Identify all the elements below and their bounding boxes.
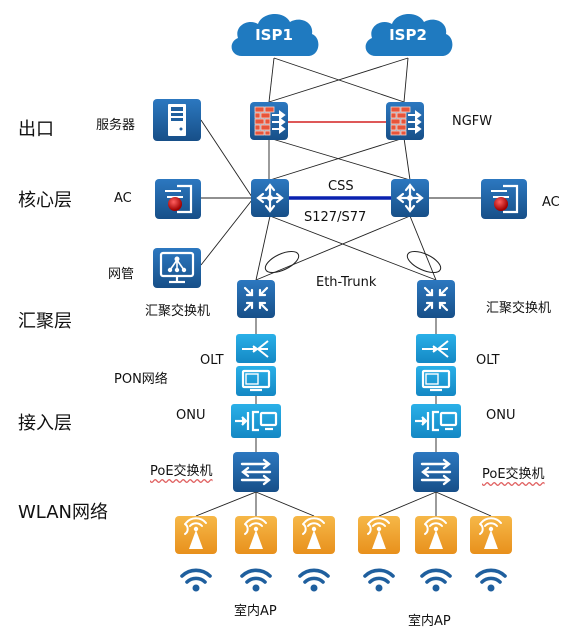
link-core-right-agg-right	[409, 215, 437, 281]
ac-right-label: AC	[542, 195, 560, 210]
firewall-icon	[250, 102, 288, 140]
wifi-signal-icon	[240, 568, 272, 593]
core-switch-icon	[391, 179, 429, 217]
onu-icon	[411, 404, 461, 438]
ngfw-label: NGFW	[452, 114, 493, 129]
layer-label-aggregation: 汇聚层	[18, 311, 72, 332]
ap-left-label: 室内AP	[234, 604, 277, 619]
link-fw-left-core-right	[268, 137, 411, 181]
onu-right-label: ONU	[486, 408, 516, 423]
server-icon	[153, 99, 201, 141]
eth-trunk-ellipse-left	[264, 250, 300, 274]
link-isp1-fw-left	[268, 57, 275, 103]
link-core-right-agg-left	[255, 215, 411, 281]
firewall-icon	[386, 102, 424, 140]
agg-right-label: 汇聚交换机	[486, 301, 552, 316]
onu-icon	[231, 404, 281, 438]
access-point-icon	[235, 516, 277, 554]
wifi-signal-icon	[475, 568, 507, 593]
access-point-icon	[175, 516, 217, 554]
olt-icon	[236, 334, 276, 396]
poe-switch-icon	[233, 452, 279, 492]
link-poe-ap-r1	[378, 491, 437, 517]
aggregation-switch-icon	[417, 280, 455, 318]
network-management-icon	[153, 248, 201, 288]
link-isp2-fw-left	[268, 57, 409, 103]
poe-right-label: PoE交换机	[482, 467, 545, 482]
link-fw-right-core-left	[269, 137, 405, 181]
cloud-isp1: ISP1	[231, 13, 319, 56]
access-controller-icon	[155, 179, 201, 219]
wifi-signal-icon	[420, 568, 452, 593]
access-controller-icon	[481, 179, 527, 219]
link-poe-ap-l1	[195, 491, 257, 517]
poe-left-label: PoE交换机	[150, 464, 213, 479]
eth-trunk-ellipse-right	[406, 250, 442, 274]
link-netmgmt-core	[200, 199, 253, 266]
agg-left-label: 汇聚交换机	[145, 304, 211, 319]
netmgmt-label: 网管	[108, 267, 135, 282]
layer-label-access: 接入层	[18, 413, 72, 434]
server-label: 服务器	[96, 118, 136, 133]
access-point-icon	[358, 516, 400, 554]
layer-label-egress: 出口	[18, 119, 54, 140]
olt-icon	[416, 334, 456, 396]
link-poe-ap-l3	[255, 491, 315, 517]
links	[195, 57, 492, 517]
link-isp2-fw-right	[403, 57, 409, 103]
onu-left-label: ONU	[176, 408, 206, 423]
link-core-left-agg-right	[269, 215, 437, 281]
aggregation-switch-icon	[237, 280, 275, 318]
olt-right-label: OLT	[476, 353, 500, 368]
olt-left-label: OLT	[200, 353, 224, 368]
access-point-icon	[293, 516, 335, 554]
core-switch-icon	[251, 179, 289, 217]
access-point-icon	[415, 516, 457, 554]
pon-label: PON网络	[114, 372, 168, 387]
wifi-signal-icon	[363, 568, 395, 593]
link-core-left-agg-left	[255, 215, 271, 281]
access-point-icon	[470, 516, 512, 554]
link-fw-right-core-right	[403, 137, 411, 181]
cloud-isp2: ISP2	[365, 13, 453, 56]
wifi-signal-icon	[298, 568, 330, 593]
layer-label-core: 核心层	[18, 190, 72, 211]
core-model-label: S127/S77	[304, 210, 367, 225]
link-poe-ap-r3	[435, 491, 492, 517]
eth-trunk-label: Eth-Trunk	[316, 275, 377, 290]
layer-label-wlan: WLAN网络	[18, 502, 109, 523]
ap-right-label: 室内AP	[408, 614, 451, 629]
cloud-isp1-label: ISP1	[255, 26, 293, 44]
link-server-core	[200, 119, 253, 198]
wifi-signal-icon	[180, 568, 212, 593]
ac-left-label: AC	[114, 191, 132, 206]
cloud-isp2-label: ISP2	[389, 26, 427, 44]
poe-switch-icon	[413, 452, 459, 492]
css-label: CSS	[328, 179, 354, 194]
